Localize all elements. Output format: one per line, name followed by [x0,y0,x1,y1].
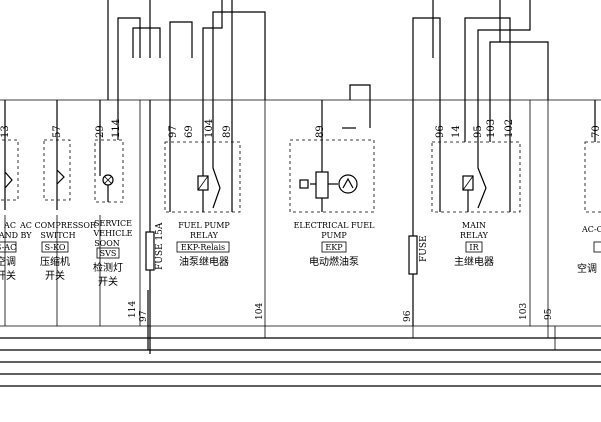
main-relay-label-2: RELAY [460,231,489,240]
top-harness [107,0,549,100]
wire-102: 102 [504,119,515,138]
bus-wire-103: 103 [519,303,529,320]
service-vehicle-soon-lamp: 29 114 SERVICE VEHICLE SOON SVS 检测灯 开关 [92,100,133,326]
wire-95-top: 95 [473,125,484,138]
ac-control: 70 AC-C 空调 [577,100,601,275]
fuel-pump-relay-code: EKP-Relais [181,243,225,252]
wire-89-pump: 89 [315,125,326,138]
fuel-pump-relay-zh: 油泵继电器 [179,255,229,268]
fuel-pump-code: EKP [325,243,343,252]
compressor-code: S-KO [45,243,66,252]
ac-standby-zh-2: 开关 [0,269,16,282]
fuse-15a: FUSE 15A [145,100,165,354]
fuse-15a-label: FUSE 15A [155,222,165,270]
fuse-label: FUSE [419,235,429,262]
wire-14: 14 [451,125,462,138]
compressor-zh-2: 开关 [45,269,65,282]
fuel-pump-relay-label-2: RELAY [190,231,219,240]
ac-standby-label-1: AC [3,221,16,230]
ac-control-zh: 空调 [577,262,597,275]
service-zh-1: 检测灯 [93,261,123,274]
fuse-right: FUSE [408,58,429,326]
wire-69: 69 [184,125,195,138]
service-code: SVS [100,249,117,258]
main-relay-label-1: MAIN [462,221,486,230]
bus-wire-104: 104 [255,303,265,320]
bus-wire-95: 95 [544,308,554,320]
pump-arrow-icon [338,174,358,194]
ac-standby-switch: 13 AC STAND BY S-AC 空调 开关 [0,100,32,326]
electrical-fuel-pump: 89 ELECTRICAL FUEL PUMP EKP 电动燃油泵 [289,84,376,268]
fuel-pump-relay-label-1: FUEL PUMP [178,221,230,230]
service-label-1: SERVICE [94,219,132,228]
fuse-15a-icon [145,231,155,271]
fuse-icon [408,235,418,275]
wire-114-top: 114 [111,119,122,138]
bus-wire-114: 114 [128,301,138,318]
wire-29: 29 [95,125,106,138]
service-label-2: VEHICLE [92,229,132,238]
bus-wire-97: 97 [139,310,149,322]
bus-verticals: 114 97 104 96 103 95 [128,100,556,350]
ac-standby-zh-1: 空调 [0,255,16,268]
wire-70: 70 [591,125,601,138]
fuel-pump-label-2: PUMP [321,231,347,240]
compressor-label-2: SWITCH [40,231,75,240]
wire-97-top: 97 [168,125,179,138]
main-relay-zh: 主继电器 [454,255,494,268]
fuel-pump-zh: 电动燃油泵 [309,255,359,268]
ac-compressor-switch: 57 AC COMPRESSOR SWITCH S-KO 压缩机 开关 [19,100,97,326]
wire-57: 57 [52,125,63,138]
fuel-pump-relay: 97 69 104 89 FUEL PUMP RELAY EKP-Relais … [164,58,241,268]
main-relay-code: IR [469,243,479,252]
wire-89-relay: 89 [222,125,233,138]
main-relay: 96 14 95 103 102 MAIN RELAY IR 主继电器 [431,58,521,268]
pump-motor-icon [315,171,329,199]
fuel-pump-label-1: ELECTRICAL FUEL [294,221,376,230]
ac-standby-code: S-AC [0,243,16,252]
ac-standby-label-2: STAND BY [0,231,32,240]
wire-96-top: 96 [435,125,446,138]
wire-103-top: 103 [486,119,497,138]
reference-lines [0,99,601,387]
compressor-label-1: AC COMPRESSOR [19,221,97,230]
service-label-3: SOON [94,239,120,248]
wire-104-top: 104 [204,119,215,138]
bus-wire-96: 96 [403,310,413,322]
compressor-zh-1: 压缩机 [40,255,70,268]
wire-13: 13 [0,125,11,138]
ac-control-label: AC-C [581,225,601,234]
service-zh-2: 开关 [98,275,118,288]
